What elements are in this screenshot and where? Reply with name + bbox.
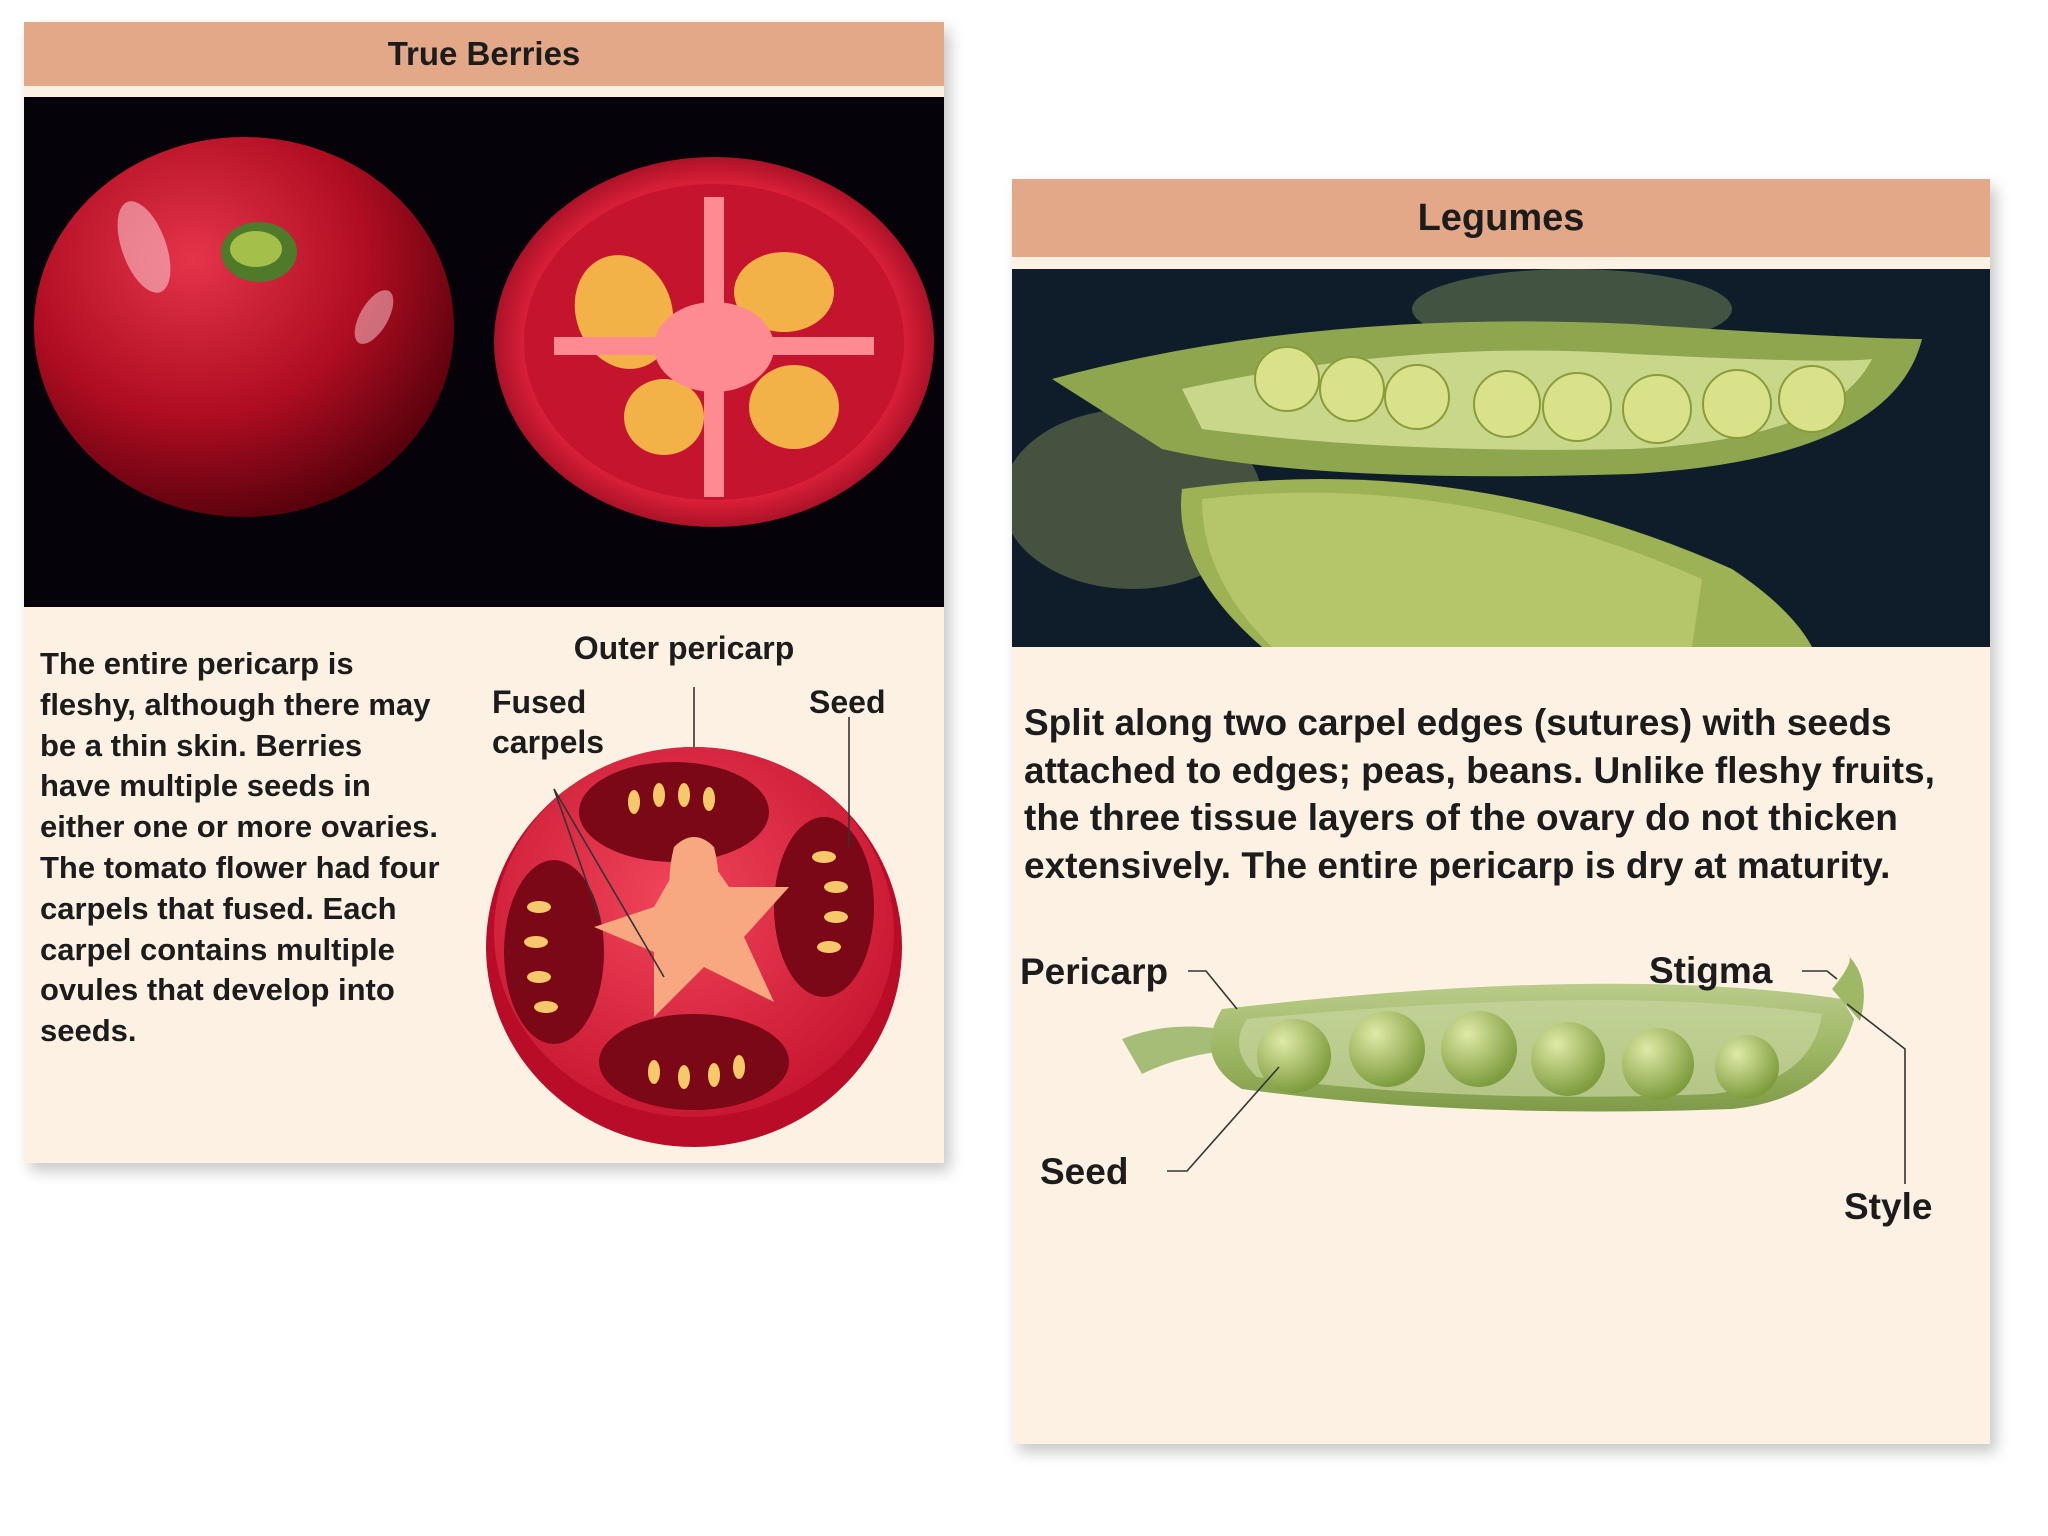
seed-group — [524, 783, 848, 1089]
outer-pericarp-label: Outer pericarp — [574, 630, 795, 666]
seed-label: Seed — [809, 684, 885, 720]
legumes-panel: Legumes Split along two carpel edges (su… — [1012, 179, 1990, 1444]
legumes-description: Split along two carpel edges (sutures) w… — [1024, 702, 1935, 886]
fused-carpels-label-line2: carpels — [492, 724, 604, 760]
pericarp-label: Pericarp — [1020, 951, 1168, 992]
pea-pod-diagram: Pericarp Stigma Seed Style — [1012, 949, 1990, 1269]
true-berries-description: The entire pericarp is fleshy, although … — [40, 646, 440, 1049]
style-label: Style — [1844, 1186, 1932, 1227]
true-berries-panel: True Berries — [24, 22, 944, 1163]
seed-label: Seed — [1040, 1151, 1128, 1192]
tomato-cross-section-diagram: Outer pericarp Fused carpels Seed — [444, 607, 944, 1157]
pea-seeds — [1257, 1011, 1779, 1100]
true-berries-title: True Berries — [24, 22, 944, 86]
tomato-photo — [24, 97, 944, 607]
stigma-label: Stigma — [1649, 950, 1773, 991]
pea-pod-photo — [1012, 269, 1990, 647]
whole-tomato — [34, 137, 454, 517]
legumes-title: Legumes — [1012, 179, 1990, 257]
fused-carpels-label-line1: Fused — [492, 684, 586, 720]
